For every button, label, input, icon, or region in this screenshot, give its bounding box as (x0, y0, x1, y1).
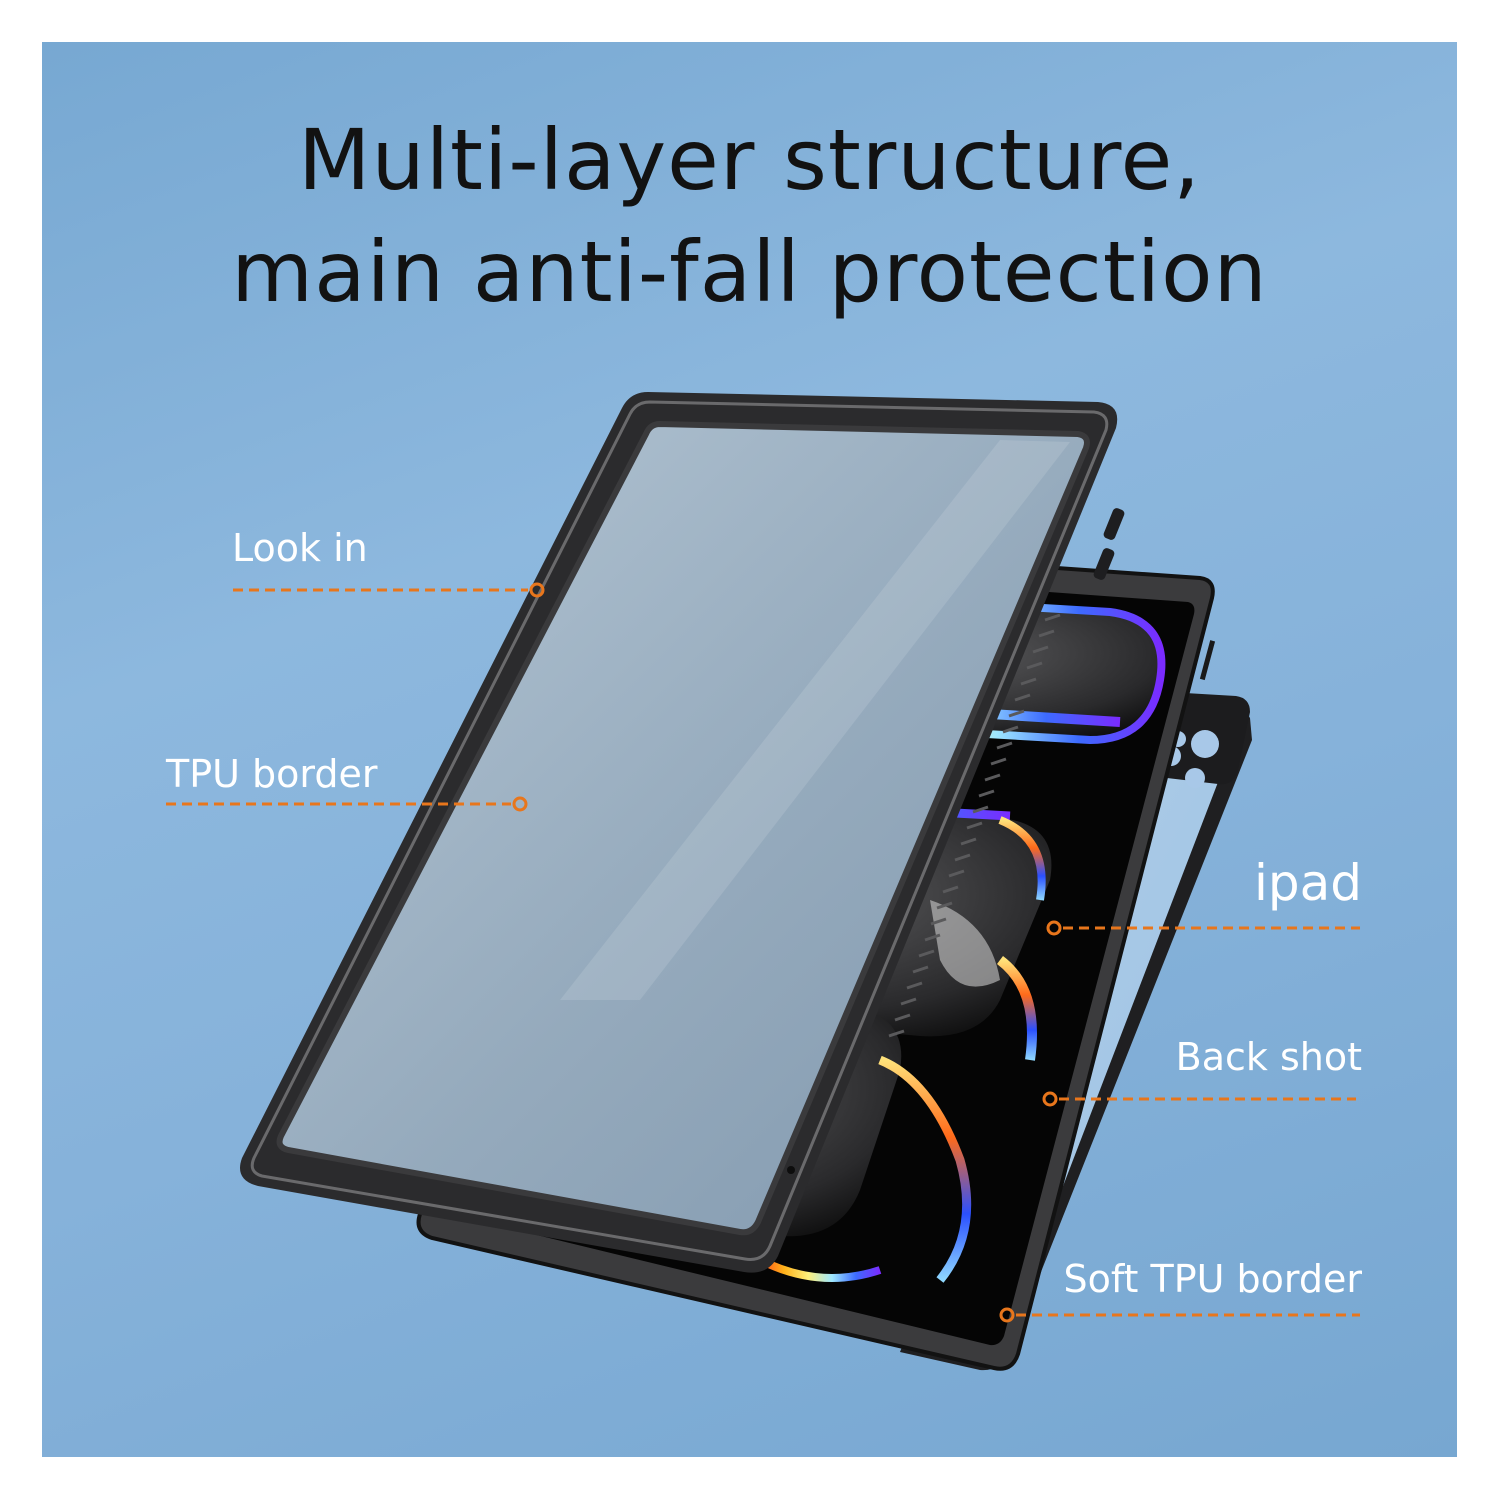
product-panel: Multi-layer structure, main anti-fall pr… (42, 42, 1457, 1457)
grip-ribs (888, 613, 1061, 1038)
callout-dot-back-shot (1042, 1091, 1058, 1107)
callout-dot-soft-tpu-border (999, 1307, 1015, 1323)
exploded-case-illustration (166, 392, 1360, 1371)
callout-dot-tpu-border (512, 796, 528, 812)
volume-button (1103, 508, 1125, 540)
callout-lines (166, 582, 1360, 1323)
callout-label-tpu-border: TPU border (166, 752, 378, 796)
headline-line-1: Multi-layer structure, (298, 111, 1201, 209)
headline-line-2: main anti-fall protection (231, 223, 1268, 321)
headline: Multi-layer structure, main anti-fall pr… (42, 104, 1457, 328)
power-button (1093, 548, 1115, 580)
callout-label-soft-tpu-border: Soft TPU border (1063, 1257, 1362, 1301)
callout-label-look-in: Look in (232, 526, 368, 570)
callout-dot-ipad (1046, 920, 1062, 936)
callout-label-back-shot: Back shot (1175, 1035, 1362, 1079)
callout-dot-look-in (529, 582, 545, 598)
callout-label-ipad: ipad (1253, 854, 1362, 912)
front-clear-frame (240, 392, 1125, 1273)
